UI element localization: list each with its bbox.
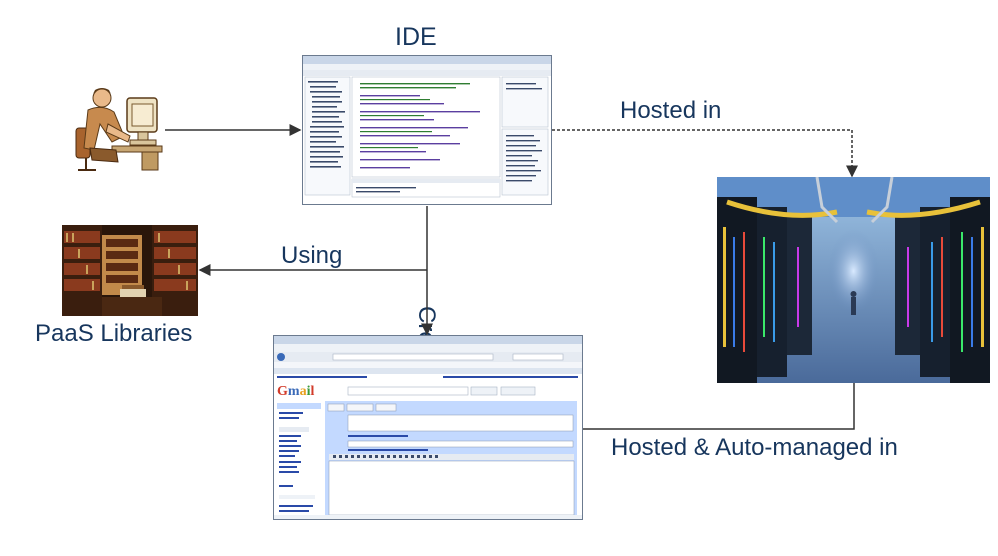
ide-label: IDE [395,23,437,51]
ide-window-screenshot [302,55,552,205]
hosted-auto-managed-label: Hosted & Auto-managed in [611,434,898,461]
using-label: Using [281,242,343,269]
gmail-compose-screenshot: Gmail [273,335,583,520]
paas-libraries-label: PaaS Libraries [35,320,193,347]
hosted-in-label: Hosted in [620,97,722,124]
arrow-ide-to-datacenter [552,129,858,178]
developer-at-computer-icon [75,88,163,171]
datacenter-photo [717,177,990,383]
svg-text:Gmail: Gmail [277,384,314,399]
library-bookshelves-photo [62,225,198,316]
connector-datacenter-to-gmail [583,383,855,430]
